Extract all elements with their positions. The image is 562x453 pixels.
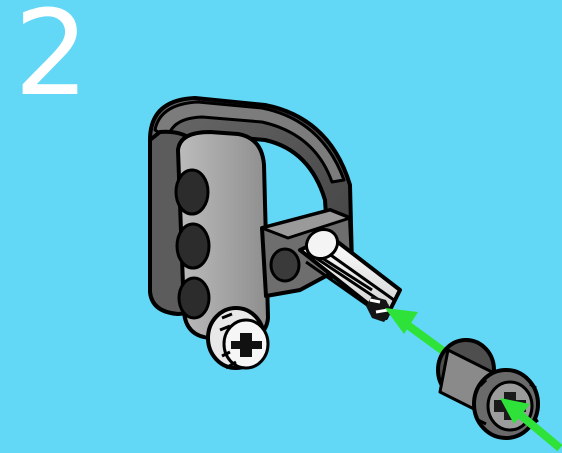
bracket-hole-bottom: [179, 278, 209, 318]
bracket-pin-hole: [271, 249, 299, 281]
bracket-hole-middle: [177, 224, 209, 268]
technic-bracket: [150, 98, 352, 340]
insert-arrow-1: [385, 308, 450, 356]
bush: [438, 340, 538, 438]
bracket-hole-top: [176, 170, 208, 214]
